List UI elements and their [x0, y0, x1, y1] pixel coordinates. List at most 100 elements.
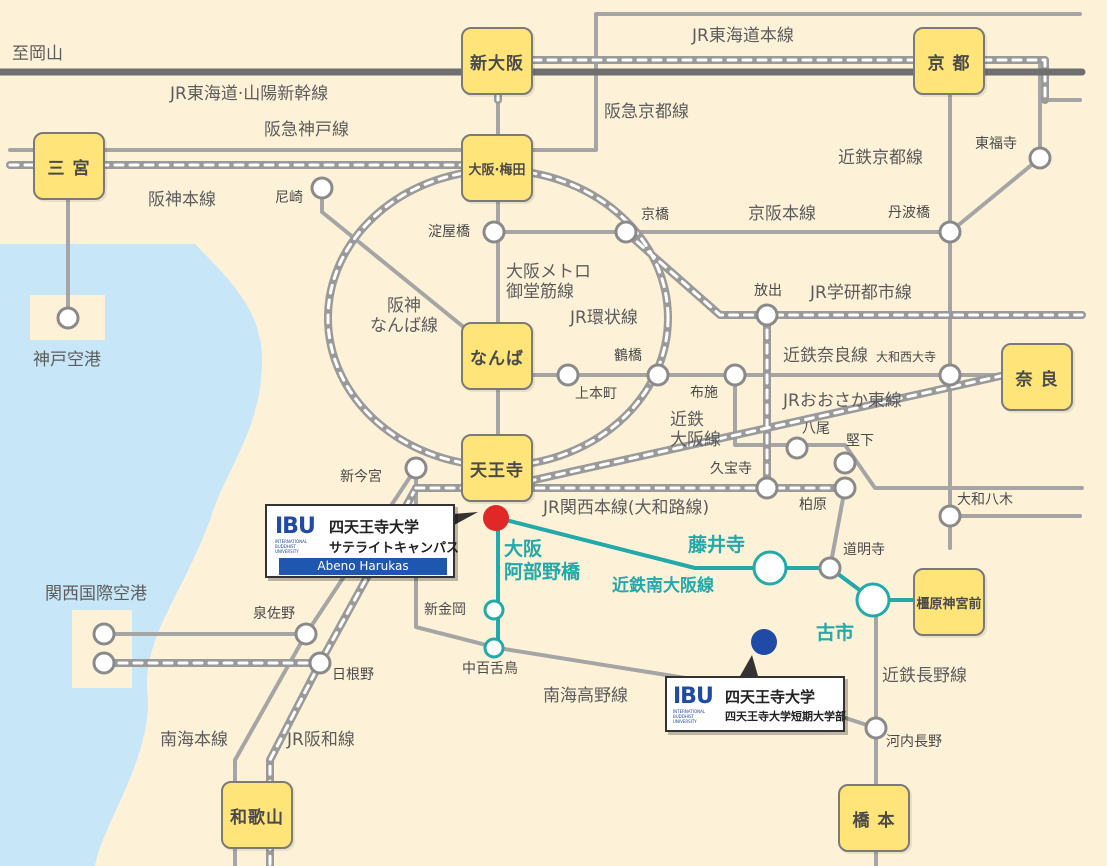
ibu-logo-subtext: INTERNATIONAL BUDDHIST UNIVERSITY — [275, 539, 308, 554]
label-uehommachi: 上本町 — [575, 386, 617, 402]
label-kintetsu-osaka: 近鉄 大阪線 — [670, 410, 721, 451]
hub-nara[interactable]: 奈 良 — [1001, 343, 1073, 411]
station-hanaten — [755, 303, 779, 327]
label-kintetsu-nagano: 近鉄長野線 — [882, 666, 967, 686]
station-kyobashi — [614, 220, 638, 244]
label-hineno: 日根野 — [332, 667, 374, 683]
label-kintetsu-minami-osaka: 近鉄南大阪線 — [612, 576, 714, 596]
station-domyoji — [818, 556, 842, 580]
label-kyobashi: 京橋 — [641, 207, 669, 223]
station-kobe-airport — [56, 306, 80, 330]
hub-kashihara[interactable]: 橿原神宮前 — [913, 568, 985, 636]
label-kawachinagano: 河内長野 — [886, 734, 942, 750]
label-to-okayama: 至岡山 — [12, 44, 63, 64]
station-yao — [785, 436, 809, 460]
main-campus-subname: 四天王寺大学短期大学部 — [725, 710, 846, 723]
label-yamato-saidaiji: 大和西大寺 — [876, 350, 937, 364]
label-hanshin-main: 阪神本線 — [148, 190, 216, 210]
label-jr-osaka-higashi: JRおおさか東線 — [783, 391, 902, 411]
main-campus-marker — [751, 629, 777, 655]
label-keihan-main: 京阪本線 — [748, 204, 816, 224]
station-yodoyabashi — [482, 220, 506, 244]
label-kyuhoji: 久宝寺 — [710, 461, 752, 477]
osaka-bay — [0, 244, 262, 866]
satellite-campus-card[interactable]: IBU INTERNATIONAL BUDDHIST UNIVERSITY 四天… — [265, 504, 459, 578]
satellite-campus-marker — [483, 505, 509, 531]
label-hanshin-namba: 阪神 なんば線 — [370, 296, 438, 337]
main-campus-name: 四天王寺大学 — [725, 688, 816, 706]
label-jr-kansai-main: JR関西本線(大和路線) — [543, 498, 710, 518]
station-shin-imamiya — [404, 456, 428, 480]
station-tanbabashi — [938, 220, 962, 244]
label-yao: 八尾 — [802, 421, 830, 437]
ibu-logo-subtext: INTERNATIONAL BUDDHIST UNIVERSITY — [673, 709, 706, 724]
ibu-logo: IBU — [673, 684, 714, 709]
station-kansai-airport-a — [92, 622, 116, 646]
label-shin-imamiya: 新今宮 — [340, 469, 382, 485]
abeno-harukas-band: Abeno Harukas — [279, 558, 447, 575]
station-tsuruhashi — [646, 363, 670, 387]
hub-osaka-umeda[interactable]: 大阪·梅田 — [461, 134, 533, 202]
label-shin-kanaoka: 新金岡 — [424, 602, 466, 618]
main-campus-card[interactable]: IBU INTERNATIONAL BUDDHIST UNIVERSITY 四天… — [665, 676, 846, 732]
label-jr-shinkansen: JR東海道·山陽新幹線 — [170, 84, 329, 104]
station-izumisano — [294, 622, 318, 646]
label-hankyu-kobe: 阪急神戸線 — [264, 120, 349, 140]
station-katashimo — [833, 451, 857, 475]
ibu-logo: IBU — [275, 514, 316, 539]
label-fuse: 布施 — [690, 385, 718, 401]
station-kansai-airport-b — [92, 651, 116, 675]
label-osaka-abenobashi: 大阪 阿部野橋 — [504, 538, 581, 583]
label-kashiwara: 柏原 — [799, 497, 827, 513]
station-kashiwara — [833, 476, 857, 500]
label-jr-tokaido-main: JR東海道本線 — [692, 26, 794, 46]
hub-wakayama[interactable]: 和歌山 — [221, 781, 293, 849]
station-fujiidera — [752, 550, 788, 586]
label-tsuruhashi: 鶴橋 — [614, 348, 642, 364]
label-jr-gakkentoshi: JR学研都市線 — [810, 283, 912, 303]
label-hankyu-kyoto: 阪急京都線 — [604, 102, 689, 122]
label-tofukuji: 東福寺 — [975, 136, 1017, 152]
label-fujiidera: 藤井寺 — [688, 534, 746, 556]
hub-kyoto[interactable]: 京 都 — [913, 27, 985, 95]
station-kawachinagano — [864, 716, 888, 740]
label-jr-loop: JR環状線 — [570, 308, 638, 328]
station-uehommachi — [556, 363, 580, 387]
station-tofukuji — [1028, 146, 1052, 170]
label-kintetsu-nara: 近鉄奈良線 — [783, 346, 868, 366]
hub-tennoji[interactable]: 天王寺 — [461, 434, 533, 502]
satellite-campus-subname: サテライトキャンパス — [329, 541, 460, 556]
label-yamato-yagi: 大和八木 — [957, 492, 1013, 508]
label-nankai-koya: 南海高野線 — [543, 686, 628, 706]
kansai-airport-island — [72, 610, 132, 688]
hub-hashimoto[interactable]: 橋 本 — [838, 784, 910, 852]
label-izumisano: 泉佐野 — [253, 606, 295, 622]
station-furuichi — [855, 582, 891, 618]
station-hineno — [308, 651, 332, 675]
station-kyuhoji — [755, 476, 779, 500]
station-yamato-yagi — [938, 504, 962, 528]
label-jr-hanwa: JR阪和線 — [287, 730, 355, 750]
label-nankai-main: 南海本線 — [160, 730, 228, 750]
hub-sannomiya[interactable]: 三 宮 — [33, 132, 105, 200]
label-domyoji: 道明寺 — [843, 542, 885, 558]
station-amagasaki — [310, 176, 334, 200]
hub-namba[interactable]: なんば — [461, 322, 533, 390]
label-kobe-airport: 神戸空港 — [33, 350, 101, 370]
label-yodoyabashi: 淀屋橋 — [428, 224, 470, 240]
label-tanbabashi: 丹波橋 — [888, 205, 930, 221]
label-hanaten: 放出 — [754, 283, 782, 299]
label-furuichi: 古市 — [816, 622, 855, 644]
station-fuse — [723, 363, 747, 387]
station-yamato-saidaiji — [938, 363, 962, 387]
station-shin-kanaoka — [483, 599, 505, 621]
label-amagasaki: 尼崎 — [275, 190, 303, 206]
station-nakamozu — [483, 637, 505, 659]
label-kintetsu-kyoto: 近鉄京都線 — [838, 148, 923, 168]
label-katashimo: 堅下 — [846, 433, 874, 449]
label-kansai-airport: 関西国際空港 — [45, 584, 147, 604]
label-nakamozu: 中百舌鳥 — [462, 661, 518, 677]
label-midosuji: 大阪メトロ 御堂筋線 — [506, 262, 591, 303]
satellite-campus-name: 四天王寺大学 — [329, 518, 420, 536]
hub-shin-osaka[interactable]: 新大阪 — [461, 27, 533, 95]
